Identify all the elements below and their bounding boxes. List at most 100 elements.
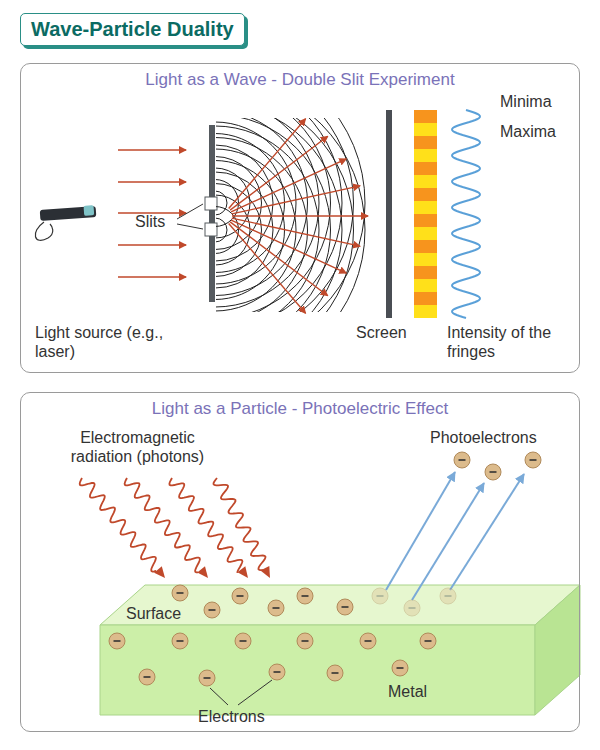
wavefronts — [216, 118, 365, 312]
drawing-part — [118, 244, 186, 246]
drawing-part — [337, 599, 353, 615]
drawing-part — [273, 607, 280, 609]
panel-heading: Light as a Particle - Photoelectric Effe… — [21, 399, 579, 419]
drawing-part — [297, 633, 313, 649]
drawing-part — [139, 669, 155, 685]
drawing-part — [302, 640, 309, 642]
drawing-part — [172, 585, 188, 601]
label: Minima — [500, 92, 552, 111]
drawing-part — [232, 218, 360, 246]
label: Maxima — [500, 122, 556, 141]
drawing-part — [216, 145, 273, 261]
drawing-part — [204, 602, 220, 618]
fringe-strip — [414, 110, 437, 318]
drawing-part — [232, 215, 368, 216]
drawing-part — [404, 600, 420, 616]
drawing-part — [268, 600, 284, 616]
drawing-part — [177, 640, 184, 642]
drawing-part — [297, 588, 313, 604]
drawing-part — [414, 110, 437, 123]
drawing-part — [125, 478, 200, 572]
drawing-part — [232, 588, 248, 604]
drawing-part — [210, 688, 228, 705]
drawing-part — [360, 633, 376, 649]
drawing-part — [80, 478, 157, 572]
drawing-part — [327, 665, 343, 681]
label: Photoelectrons — [430, 428, 537, 447]
drawing-part — [420, 633, 436, 649]
drawing-part — [240, 640, 247, 642]
drawing-part — [144, 676, 151, 678]
drawing-part — [260, 566, 270, 578]
drawing-part — [485, 464, 501, 480]
drawing-part — [109, 633, 125, 649]
drawing-part — [204, 602, 220, 618]
drawing-part — [302, 595, 309, 597]
drawing-part — [154, 566, 165, 578]
drawing-part — [414, 279, 437, 292]
drawing-part — [214, 478, 266, 570]
drawing-part — [297, 633, 313, 649]
drawing-part — [445, 595, 452, 597]
drawing-part — [209, 609, 216, 611]
drawing-part — [205, 197, 217, 210]
leader-lines — [210, 680, 272, 705]
drawing-part — [238, 680, 272, 705]
drawing-part — [414, 175, 437, 188]
drawing-part — [342, 606, 349, 608]
drawing-part — [84, 205, 95, 216]
label: Intensity of the fringes — [447, 323, 572, 361]
drawing-part — [237, 595, 244, 597]
drawing-part — [332, 672, 339, 674]
photon-waves — [80, 478, 270, 578]
label: Electromagnetic radiation (photons) — [55, 428, 220, 466]
drawing-part — [172, 633, 188, 649]
drawing-part — [392, 660, 408, 676]
drawing-part — [230, 136, 328, 210]
drawing-part — [327, 665, 343, 681]
drawing-part — [216, 118, 342, 312]
drawing-part — [365, 640, 372, 642]
drawing-part — [412, 483, 484, 600]
drawing-part — [490, 471, 497, 473]
drawing-part — [232, 588, 248, 604]
drawing-part — [414, 227, 437, 240]
drawing-part — [404, 600, 420, 616]
drawing-part — [35, 222, 52, 240]
drawing-part — [525, 452, 541, 468]
drawing-part — [199, 670, 215, 686]
label: Light source (e.g., laser) — [35, 323, 165, 361]
laser-source — [35, 205, 96, 240]
drawing-part — [237, 566, 248, 578]
drawing-part — [414, 123, 437, 136]
slit-barrier — [205, 125, 217, 302]
drawing-part — [525, 452, 541, 468]
drawing-part — [360, 633, 376, 649]
drawing-part — [459, 459, 466, 461]
drawing-part — [216, 161, 285, 300]
drawing-part — [216, 218, 227, 242]
incoming-light-arrows — [118, 150, 186, 277]
drawing-part — [172, 633, 188, 649]
drawing-part — [392, 660, 408, 676]
drawing-part — [177, 224, 203, 229]
screen-bar — [386, 110, 392, 318]
drawing-part — [372, 588, 388, 604]
drawing-part — [172, 585, 188, 601]
intensity-curve — [452, 110, 480, 318]
drawing-part — [440, 588, 456, 604]
drawing-part — [118, 149, 186, 151]
drawing-part — [100, 585, 580, 625]
drawing-part — [269, 664, 285, 680]
drawing-part — [169, 478, 242, 573]
metal-slab — [100, 585, 580, 715]
drawing-part — [397, 667, 404, 669]
page-title: Wave-Particle Duality — [20, 13, 245, 46]
diffracted-rays — [229, 119, 368, 313]
drawing-part — [414, 136, 437, 149]
drawing-part — [269, 664, 285, 680]
label: Screen — [356, 323, 407, 342]
drawing-part — [100, 625, 535, 715]
drawing-part — [216, 118, 354, 312]
